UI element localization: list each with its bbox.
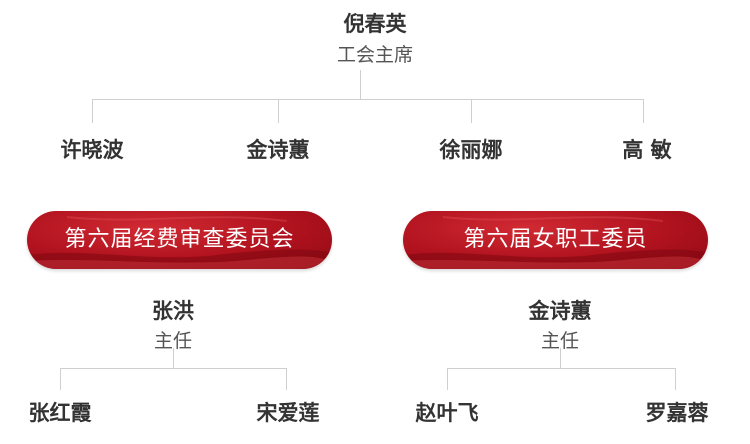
chairman-stem-line xyxy=(360,70,361,100)
audit-member-1-name: 张红霞 xyxy=(28,401,92,425)
member-1-drop-line xyxy=(92,99,93,123)
women-committee-title: 第六届女职工委员 xyxy=(463,227,648,252)
women-committee-banner: 第六届女职工委员 xyxy=(403,211,708,269)
women-head-role: 主任 xyxy=(540,330,579,352)
women-bus-line xyxy=(447,368,676,369)
members-bus-line xyxy=(92,99,644,100)
chairman-name: 倪春英 xyxy=(343,12,407,36)
audit-stem-line xyxy=(173,348,174,368)
member-3-drop-line xyxy=(471,99,472,123)
audit-head-name: 张洪 xyxy=(152,299,194,323)
audit-head-role: 主任 xyxy=(153,330,192,352)
audit-member-1-drop-line xyxy=(60,368,61,390)
audit-bus-line xyxy=(60,368,287,369)
women-member-2-drop-line xyxy=(675,368,676,390)
audit-member-2-name: 宋爱莲 xyxy=(256,401,320,425)
member-4-name: 高 敏 xyxy=(622,138,672,162)
women-member-1-drop-line xyxy=(447,368,448,390)
audit-committee-banner: 第六届经费审查委员会 xyxy=(27,211,332,269)
audit-member-2-drop-line xyxy=(286,368,287,390)
member-2-drop-line xyxy=(278,99,279,123)
member-4-drop-line xyxy=(643,99,644,123)
banner-wave-decoration xyxy=(403,216,708,269)
member-1-name: 许晓波 xyxy=(60,138,124,162)
member-3-name: 徐丽娜 xyxy=(439,138,503,162)
women-stem-line xyxy=(560,348,561,368)
women-head-name: 金诗蕙 xyxy=(528,299,592,323)
banner-wave-decoration xyxy=(27,216,332,269)
member-2-name: 金诗蕙 xyxy=(246,138,310,162)
women-member-1-name: 赵叶飞 xyxy=(415,401,479,425)
audit-head-node: 张洪 主任 xyxy=(98,295,248,353)
women-head-node: 金诗蕙 主任 xyxy=(485,295,635,353)
audit-committee-title: 第六届经费审查委员会 xyxy=(64,227,295,252)
women-member-2-name: 罗嘉蓉 xyxy=(645,401,709,425)
chairman-node: 倪春英 工会主席 xyxy=(275,8,475,67)
chairman-role: 工会主席 xyxy=(336,44,413,66)
